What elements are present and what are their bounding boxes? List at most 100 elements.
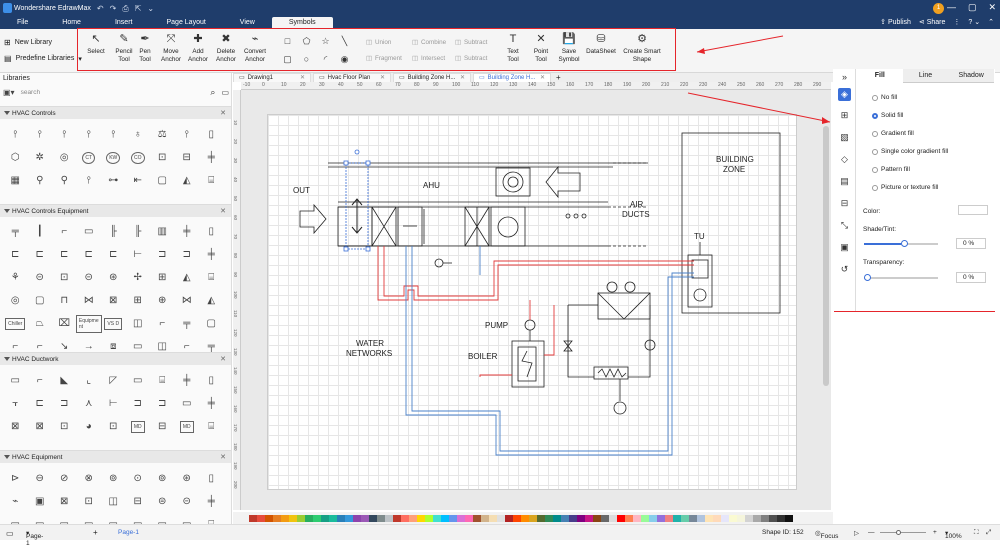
palette-swatch[interactable]	[625, 514, 633, 522]
tab-page-layout[interactable]: Page Layout	[166, 19, 206, 26]
shade-value-input[interactable]: 0 %	[956, 238, 986, 249]
page-selector[interactable]: Page-1 ▾	[26, 530, 44, 547]
radio-button[interactable]	[872, 166, 878, 173]
option-pattern-fill[interactable]: Pattern fill	[872, 166, 910, 173]
library-symbol[interactable]: ⊚	[150, 467, 175, 490]
library-symbol[interactable]: ⚲	[52, 169, 77, 192]
palette-swatch[interactable]	[761, 514, 769, 522]
shape-tool-icon[interactable]: ▢	[283, 54, 292, 64]
library-symbol[interactable]: ⊐	[150, 243, 175, 266]
palette-swatch[interactable]	[561, 514, 569, 522]
library-symbol[interactable]: ┃	[28, 220, 53, 243]
doc-tab-active[interactable]: ▭Building Zone H...✕	[473, 73, 551, 82]
library-symbol[interactable]: ⊏	[28, 392, 53, 415]
layout-icon[interactable]: ▭	[6, 529, 14, 538]
library-symbol[interactable]: CO	[126, 146, 151, 169]
library-menu-icon[interactable]: ▣▾	[3, 87, 15, 97]
ribbon-button-pen-tool[interactable]: ✒Pen Tool	[131, 34, 159, 63]
ribbon-button-convert-anchor[interactable]: ⌁Convert Anchor	[241, 34, 269, 63]
predefine-libraries-button[interactable]: ▤ Predefine Libraries▾	[4, 54, 82, 63]
library-symbol[interactable]: ⫯	[175, 123, 200, 146]
library-symbol[interactable]: ♁	[126, 123, 151, 146]
doc-tab[interactable]: ▭Building Zone H...✕	[393, 73, 471, 82]
library-symbol[interactable]: ⫯	[77, 123, 102, 146]
library-symbol[interactable]: ╪	[199, 243, 224, 266]
palette-swatch[interactable]	[361, 514, 369, 522]
palette-swatch[interactable]	[601, 514, 609, 522]
shape-tool-icon[interactable]: □	[284, 36, 291, 46]
quick-access-icon[interactable]: ⎙	[122, 3, 129, 13]
library-symbol[interactable]: ▭	[3, 369, 28, 392]
tab-fill[interactable]: Fill	[857, 69, 903, 83]
library-symbol[interactable]: ⌧	[52, 312, 77, 335]
library-symbol[interactable]: ⊟	[150, 415, 175, 438]
expand-icon[interactable]: »	[841, 72, 847, 82]
fit-icon[interactable]: ⤡	[840, 220, 849, 230]
library-symbol[interactable]: ╤	[175, 312, 200, 335]
ribbon-button-select[interactable]: ↖Select	[82, 34, 110, 56]
library-symbol[interactable]: ⊏	[77, 243, 102, 266]
quick-access-icon[interactable]: ↶	[96, 3, 104, 13]
library-symbol[interactable]: ✢	[126, 266, 151, 289]
boolean-op-button[interactable]: ◫Fragment	[366, 55, 402, 62]
radio-button[interactable]	[872, 184, 878, 191]
palette-swatch[interactable]	[665, 514, 673, 522]
fullscreen-icon[interactable]: ⤢	[986, 529, 992, 536]
palette-swatch[interactable]	[593, 514, 601, 522]
library-symbol[interactable]: ▯	[199, 123, 224, 146]
palette-swatch[interactable]	[353, 514, 361, 522]
close-icon[interactable]: ✕	[379, 74, 385, 81]
palette-swatch[interactable]	[417, 514, 425, 522]
close-icon[interactable]: ✕	[220, 356, 226, 363]
category-hvac-controls-equipment[interactable]: HVAC Controls Equipment✕	[0, 204, 231, 217]
option-picture-fill[interactable]: Picture or texture fill	[872, 184, 938, 191]
library-symbol[interactable]: ⊶	[101, 169, 126, 192]
library-symbol[interactable]: ⌐	[28, 369, 53, 392]
library-symbol[interactable]: ⫯	[52, 123, 77, 146]
palette-swatch[interactable]	[537, 514, 545, 522]
palette-swatch[interactable]	[289, 514, 297, 522]
library-symbol[interactable]: ⊠	[28, 415, 53, 438]
library-symbol[interactable]: ▣	[28, 490, 53, 513]
more-icon[interactable]: ⋮	[953, 19, 961, 26]
doc-tab[interactable]: ▭Hvac Floor Plan✕	[313, 73, 391, 82]
palette-swatch[interactable]	[649, 514, 657, 522]
palette-swatch[interactable]	[569, 514, 577, 522]
option-no-fill[interactable]: No fill	[872, 94, 897, 101]
maximize-icon[interactable]: ▢	[967, 2, 977, 12]
library-symbol[interactable]: ⊢	[126, 243, 151, 266]
library-symbol[interactable]: ⊠	[3, 415, 28, 438]
library-symbol[interactable]: ⫯	[3, 123, 28, 146]
color-picker[interactable]	[958, 205, 988, 215]
library-symbol[interactable]: ⊡	[77, 490, 102, 513]
library-symbol[interactable]: ⊏	[3, 243, 28, 266]
library-symbol[interactable]: ⋏	[77, 392, 102, 415]
palette-swatch[interactable]	[585, 514, 593, 522]
palette-swatch[interactable]	[273, 514, 281, 522]
library-symbol[interactable]: ⊝	[77, 266, 102, 289]
palette-swatch[interactable]	[337, 514, 345, 522]
library-symbol[interactable]: ⬡	[3, 146, 28, 169]
library-symbol[interactable]: ⌐	[52, 220, 77, 243]
library-symbol[interactable]: MD	[175, 415, 200, 438]
radio-button[interactable]	[872, 148, 878, 155]
collapse-ribbon-icon[interactable]: ⌃	[988, 19, 994, 26]
palette-swatch[interactable]	[769, 514, 777, 522]
library-symbol[interactable]: ⊖	[28, 467, 53, 490]
palette-swatch[interactable]	[377, 514, 385, 522]
tab-file[interactable]: File	[17, 19, 29, 26]
library-symbol[interactable]: ⊡	[150, 146, 175, 169]
library-symbol[interactable]: ╪	[175, 369, 200, 392]
image-icon[interactable]: ▧	[840, 132, 849, 142]
zoom-level[interactable]: 100% ▾	[945, 530, 962, 540]
fit-page-icon[interactable]: ⛶	[974, 529, 979, 536]
library-symbol[interactable]: ◎	[52, 146, 77, 169]
zoom-slider[interactable]	[880, 532, 926, 533]
drawing-canvas[interactable]: OUT AHU AIR DUCTS BUILDING ZONE TU WATER…	[241, 90, 831, 510]
ribbon-button-delete-anchor[interactable]: ✖Delete Anchor	[212, 34, 240, 63]
library-symbol[interactable]: ╪	[175, 220, 200, 243]
ribbon-tool-4[interactable]: ⚙Create Smart Shape	[620, 34, 664, 63]
library-symbol[interactable]: ⊞	[126, 289, 151, 312]
library-symbol[interactable]: ⫯	[77, 169, 102, 192]
palette-swatch[interactable]	[745, 514, 753, 522]
